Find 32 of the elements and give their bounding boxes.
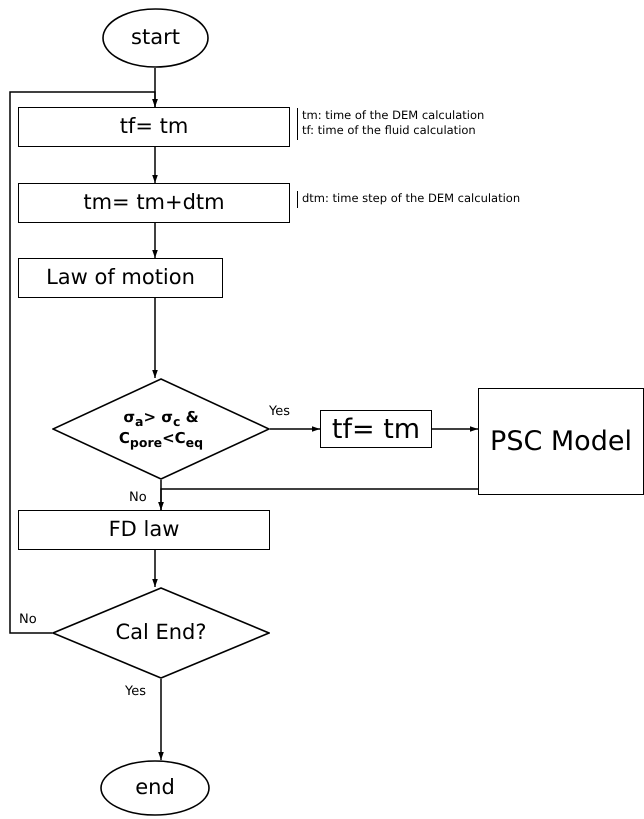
node-text: Cal End? — [115, 621, 207, 645]
process-box — [18, 258, 223, 298]
terminal-ellipse — [102, 8, 209, 68]
arrow — [152, 223, 158, 258]
note-text: tm: time of the DEM calculation — [302, 108, 484, 123]
note-text: tf: time of the fluid calculation — [302, 123, 476, 138]
arrow — [152, 147, 158, 183]
decision-diamond — [52, 378, 270, 480]
decision-diamond — [52, 587, 270, 679]
process-box — [478, 388, 644, 495]
process-box — [320, 410, 432, 448]
arrow — [158, 679, 164, 760]
node-text: end — [135, 776, 175, 800]
node-text: PSC Model — [490, 426, 632, 457]
arrow — [432, 426, 478, 432]
arrow — [152, 298, 158, 378]
process-box — [18, 510, 270, 550]
terminal-ellipse — [100, 760, 210, 816]
node-text: σ$_{a}$> σ$_{c}$ & C$_{pore}$<C$_{eq}$ — [118, 408, 204, 450]
arrow — [158, 480, 164, 510]
process-box — [18, 107, 290, 147]
arrow — [9, 91, 158, 634]
note-text: dtm: time step of the DEM calculation — [302, 191, 520, 206]
arrow — [270, 426, 320, 432]
node-text: Law of motion — [46, 266, 195, 290]
arrow — [152, 550, 158, 587]
node-text: tf= tm — [120, 115, 188, 139]
node-text: start — [131, 26, 180, 50]
node-text: FD law — [108, 518, 180, 542]
node-text: tm= tm+dtm — [83, 191, 225, 215]
node-text: tf= tm — [332, 414, 420, 444]
process-box — [18, 183, 290, 223]
